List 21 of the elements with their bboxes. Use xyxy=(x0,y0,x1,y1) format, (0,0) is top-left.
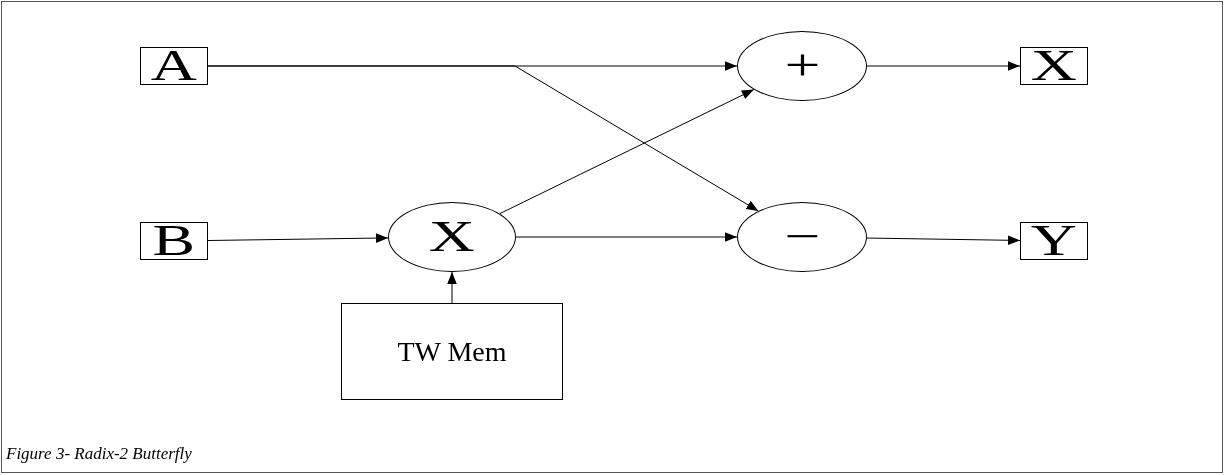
symbol-label: X xyxy=(1030,44,1078,88)
arrow xyxy=(207,233,389,243)
arrow xyxy=(499,89,755,215)
symbol-label: A xyxy=(150,44,198,88)
input-box xyxy=(140,47,208,85)
output-box xyxy=(1020,47,1088,85)
symbol-label: + xyxy=(784,44,820,88)
memory-box xyxy=(341,303,563,400)
figure-caption: Figure 3- Radix-2 Butterfly xyxy=(6,443,192,465)
arrow xyxy=(866,61,1021,71)
input-box xyxy=(140,222,208,260)
node-label: TW Mem xyxy=(397,337,507,366)
arrow xyxy=(866,235,1021,246)
output-box xyxy=(1020,222,1088,260)
symbol-label: X xyxy=(428,215,476,259)
arrow xyxy=(207,65,759,212)
arrow xyxy=(447,271,457,304)
arrow xyxy=(515,232,738,242)
symbol-label: Y xyxy=(1030,219,1078,263)
symbol-label: B xyxy=(152,219,196,263)
symbol-label: − xyxy=(784,215,820,259)
